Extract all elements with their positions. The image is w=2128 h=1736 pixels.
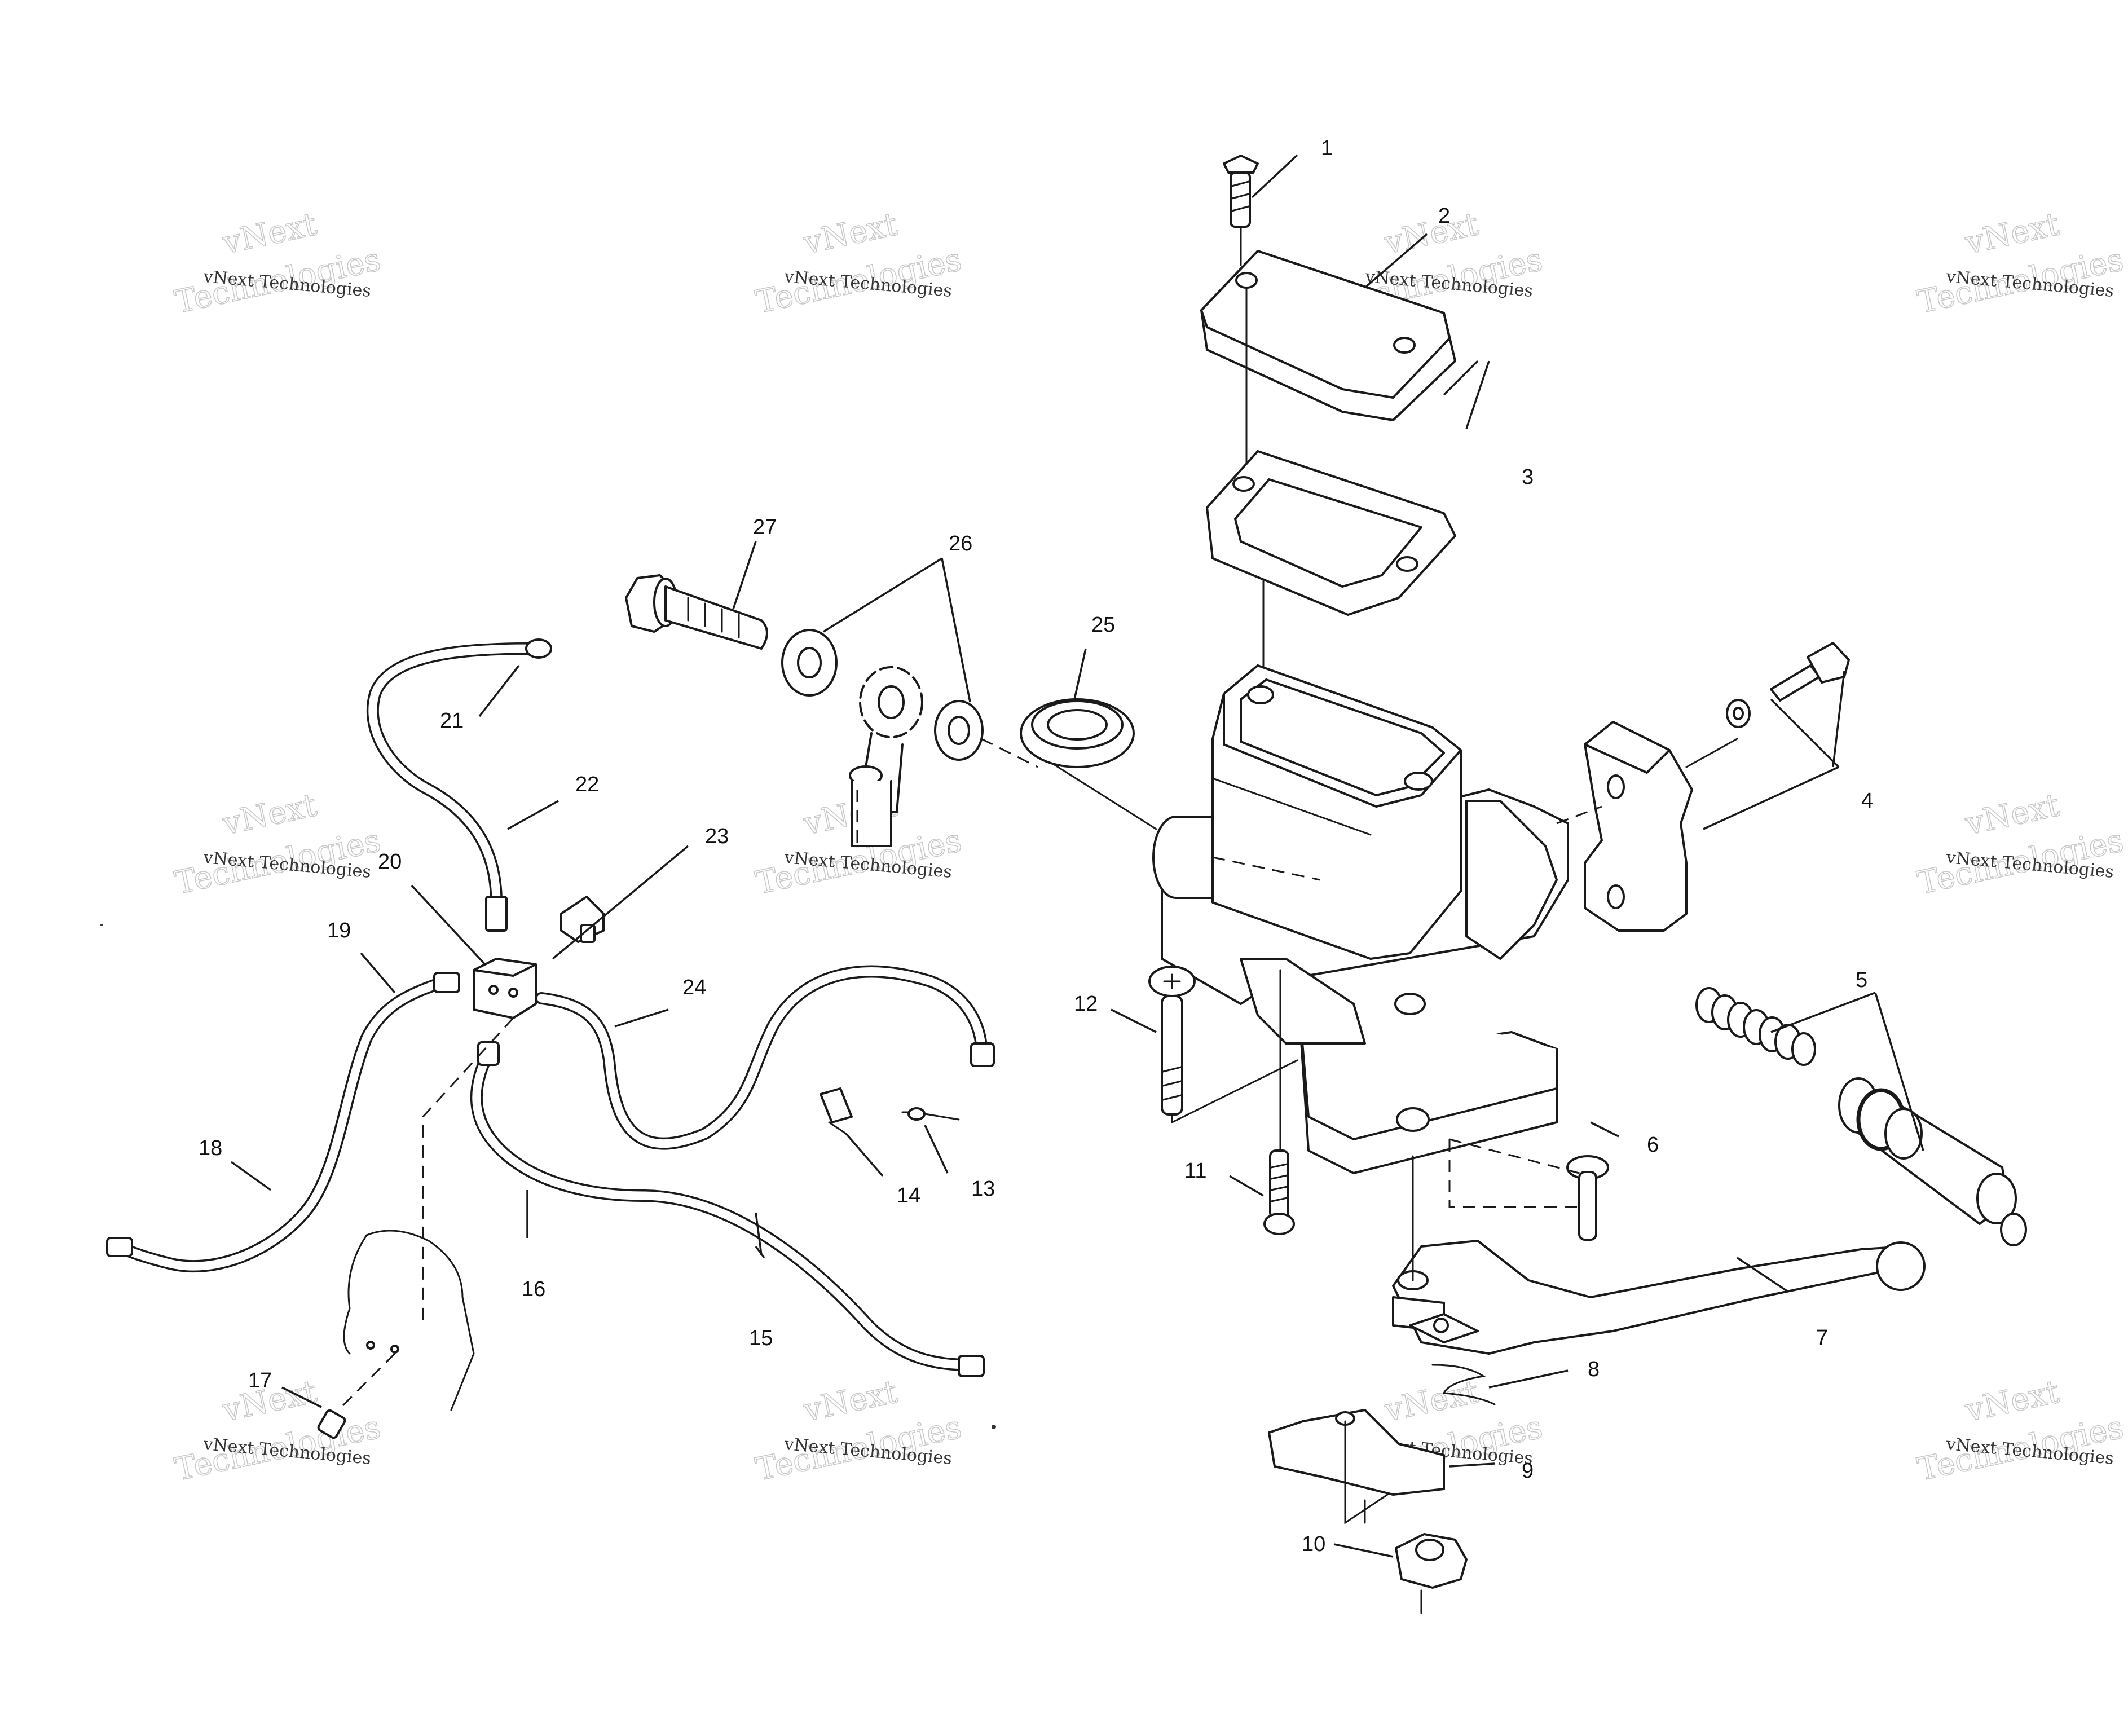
- callout-24: 24: [682, 976, 706, 999]
- part-17-bleeder-screw: [317, 1230, 475, 1439]
- callout-10: 10: [1302, 1532, 1325, 1556]
- part-23-brake-switch: [560, 896, 605, 943]
- part-10-hex-nut: [1395, 1533, 1468, 1614]
- brake-hoses: [106, 638, 995, 1377]
- callout-25: 25: [1091, 613, 1115, 637]
- callout-19: 19: [327, 919, 351, 942]
- callout-23: 23: [705, 825, 729, 848]
- part-25-dust-boot: [1020, 698, 1135, 768]
- master-cylinder-body: [1048, 664, 1569, 1186]
- part-8-return-spring: [1409, 1313, 1496, 1405]
- part-12-pivot-bolt: [1148, 966, 1298, 1124]
- callout-7: 7: [1816, 1326, 1828, 1350]
- callout-14: 14: [897, 1184, 920, 1208]
- watermark-big-1: vNext: [800, 206, 901, 262]
- callout-12: 12: [1074, 992, 1098, 1016]
- callout-4: 4: [1861, 789, 1873, 813]
- part-11-lower-screw: [1263, 1149, 1295, 1235]
- part-14-clip: [820, 1087, 853, 1135]
- callout-13: 13: [971, 1177, 995, 1201]
- part-6-pivot-pin: [1566, 1155, 1609, 1241]
- watermark-big-1: vNext: [1962, 1373, 2063, 1429]
- dash-6: [1448, 1138, 1580, 1207]
- callout-labels: 1 2 3 4 5 6 7 8 9 10 11 12 13 14 15 16 1…: [199, 136, 1873, 1556]
- callout-17: 17: [248, 1369, 272, 1393]
- callout-26: 26: [949, 532, 972, 556]
- part-5-piston-and-spring: [1695, 987, 2027, 1246]
- part-7-brake-lever: [1392, 1155, 1926, 1355]
- callout-8: 8: [1588, 1358, 1600, 1381]
- callout-6: 6: [1647, 1133, 1659, 1157]
- callout-18: 18: [199, 1136, 222, 1160]
- part-2-reservoir-cover: [1200, 250, 1456, 486]
- part-3-gasket: [1206, 450, 1456, 689]
- dash-6b: [1448, 1139, 1579, 1208]
- part-26-banjo-fitting: [781, 629, 1038, 847]
- watermark-big-1: vNext: [800, 1373, 901, 1429]
- callout-3: 3: [1522, 465, 1534, 489]
- callout-5: 5: [1856, 968, 1867, 992]
- watermark-big-1: vNext: [1381, 206, 1482, 262]
- callout-21: 21: [440, 709, 464, 733]
- callout-27: 27: [753, 515, 777, 539]
- callout-2: 2: [1438, 204, 1450, 228]
- callout-11: 11: [1184, 1159, 1206, 1183]
- callout-9: 9: [1522, 1459, 1534, 1483]
- watermark-big-1: vNext: [219, 206, 320, 262]
- callout-1: 1: [1321, 136, 1333, 160]
- watermark-big-1: vNext: [1962, 787, 2063, 843]
- callout-leaders: [230, 154, 1924, 1558]
- part-4-handlebar-clamp: [1556, 642, 1850, 932]
- watermark-big-1: vNext: [219, 787, 320, 843]
- callout-16: 16: [522, 1277, 545, 1301]
- part-9-adjuster-block: [1268, 1409, 1445, 1524]
- part-1-cover-screw: [1223, 155, 1259, 266]
- part-20-brake-tee-block: [422, 958, 537, 1320]
- part-27-banjo-bolt: [625, 574, 768, 650]
- watermark-big-1: vNext: [1962, 206, 2063, 262]
- callout-22: 22: [575, 773, 599, 796]
- part-13-fitting: [901, 1107, 960, 1121]
- callout-20: 20: [378, 850, 402, 874]
- callout-15: 15: [749, 1327, 773, 1350]
- watermark-big-1: vNext: [1381, 1373, 1482, 1429]
